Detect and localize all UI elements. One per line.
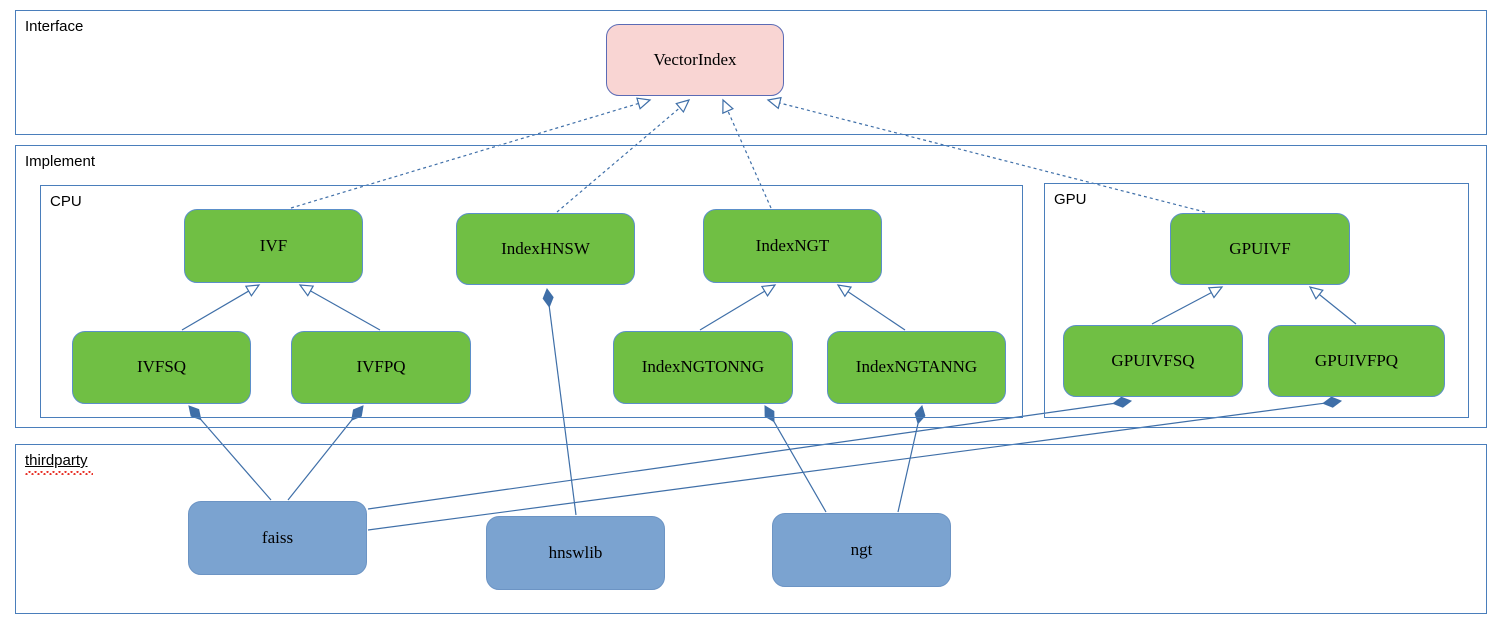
container-label-interface: Interface: [25, 18, 84, 35]
node-indexhnsw[interactable]: IndexHNSW: [456, 213, 635, 285]
container-thirdparty: [15, 444, 1487, 614]
node-gpuivfpq[interactable]: GPUIVFPQ: [1268, 325, 1445, 397]
container-implement: [15, 145, 1487, 428]
node-vectorindex[interactable]: VectorIndex: [606, 24, 784, 96]
container-label-implement: Implement: [25, 153, 96, 170]
node-ivfpq[interactable]: IVFPQ: [291, 331, 471, 404]
node-indexngtanng[interactable]: IndexNGTANNG: [827, 331, 1006, 404]
node-hnswlib[interactable]: hnswlib: [486, 516, 665, 590]
container-label-thirdparty: thirdparty: [25, 452, 88, 469]
container-gpu: [1044, 183, 1469, 418]
node-gpuivfsq[interactable]: GPUIVFSQ: [1063, 325, 1243, 397]
node-indexngtonng[interactable]: IndexNGTONNG: [613, 331, 793, 404]
node-ivfsq[interactable]: IVFSQ: [72, 331, 251, 404]
node-faiss[interactable]: faiss: [188, 501, 367, 575]
spellcheck-squiggle-thirdparty: [25, 471, 93, 475]
node-ngt[interactable]: ngt: [772, 513, 951, 587]
container-cpu: [40, 185, 1023, 418]
container-label-gpu: GPU: [1054, 191, 1087, 208]
node-gpuivf[interactable]: GPUIVF: [1170, 213, 1350, 285]
node-ivf[interactable]: IVF: [184, 209, 363, 283]
container-label-cpu: CPU: [50, 193, 82, 210]
node-indexngt[interactable]: IndexNGT: [703, 209, 882, 283]
container-interface: [15, 10, 1487, 135]
